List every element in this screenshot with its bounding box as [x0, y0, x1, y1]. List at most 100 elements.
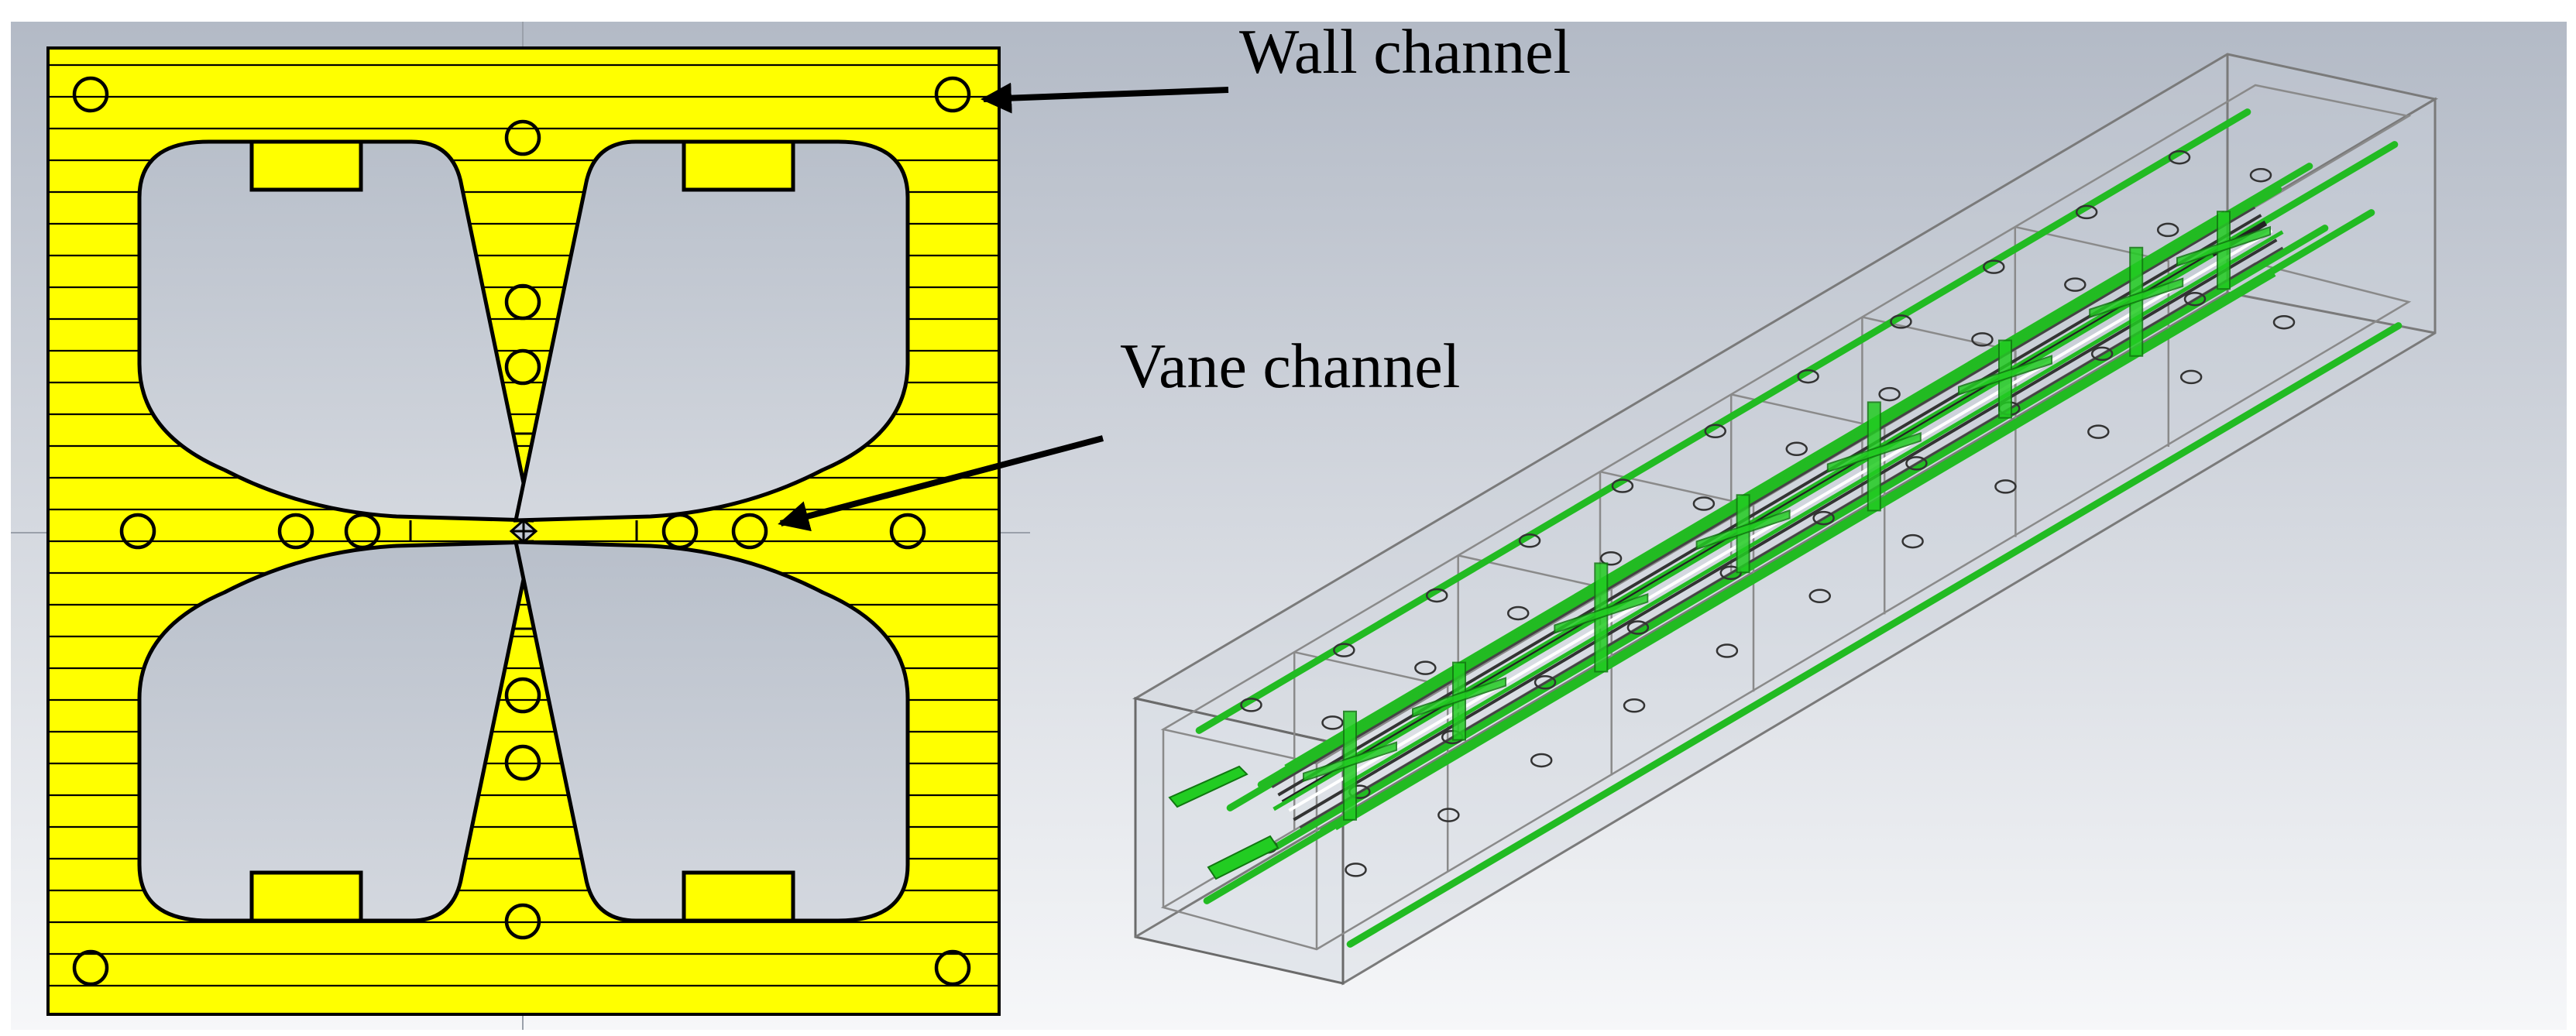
wall-channel-label: Wall channel [1239, 16, 1571, 87]
vane-channel-line [1342, 230, 2284, 788]
vane-channel-hole [277, 513, 314, 550]
wall-channel-hole [72, 949, 109, 986]
face-hole [1506, 605, 1530, 621]
vane-fin [1695, 509, 1791, 551]
face-hole [1626, 620, 1650, 635]
face-hole [1901, 533, 1924, 549]
cavity-bottom-left [137, 540, 534, 923]
vane-fin [1168, 765, 1249, 808]
face-hole [1812, 510, 1835, 526]
wall-channel-hole [504, 903, 541, 940]
face-hole [1611, 479, 1634, 493]
face-hole [1692, 496, 1716, 511]
face-hole [2183, 291, 2207, 307]
face-hole [1890, 314, 1912, 329]
face-hole [1797, 369, 1819, 384]
face-hole [1808, 588, 1831, 604]
vane-fin [1412, 677, 1506, 718]
face-hole [1905, 456, 1928, 471]
cavity-top-left [137, 139, 534, 523]
cooling-rod [1195, 108, 2251, 734]
face-hole [2090, 346, 2114, 362]
face-hole [2272, 314, 2296, 330]
cooling-rod [1319, 209, 2375, 835]
face-hole [1994, 479, 2017, 494]
vane-fin [2089, 277, 2184, 319]
vane-fin [1303, 741, 1397, 783]
face-hole [1704, 424, 1726, 439]
segment-joint [1599, 470, 1755, 692]
face-hole [1971, 332, 1994, 347]
vane-channel-hole [344, 513, 381, 550]
segment-joint [1293, 650, 1449, 873]
wall-channel-hole [119, 513, 156, 550]
wall-channel-hole [504, 119, 541, 156]
face-hole [1345, 863, 1367, 877]
vane-cooling-fins [1168, 211, 2271, 880]
cooling-rod [1346, 322, 2403, 948]
cavities [137, 139, 910, 923]
vane-channel-hole [504, 744, 541, 781]
cavity-notches [249, 139, 795, 923]
face-hole [2179, 369, 2203, 385]
notch-top-right [682, 139, 795, 192]
segment-joint [1730, 393, 1886, 615]
wall-channel-hole [934, 949, 971, 986]
segment-joints [1293, 225, 2170, 873]
arrow-icon [778, 435, 1104, 532]
vane-channel-hole [504, 677, 541, 714]
vane-fin [1554, 593, 1649, 634]
segment-joint [2014, 225, 2170, 448]
face-hole [2075, 204, 2098, 220]
wall-channel-hole [934, 76, 971, 113]
face-hole [1333, 643, 1355, 657]
vane-line [1271, 206, 2256, 789]
cooling-rod [1226, 186, 2282, 811]
vane-channel-label: Vane channel [1120, 331, 1461, 401]
cavity-bottom-right [513, 540, 910, 923]
vane-fin [1958, 355, 2052, 396]
vane-channel-hole [504, 348, 541, 386]
face-hole [2249, 167, 2272, 183]
vane-fin [2176, 225, 2271, 267]
face-hole [1716, 643, 1739, 658]
cavity-top-right [513, 139, 910, 523]
vane-fin [1826, 432, 1922, 473]
notch-bottom-left [249, 870, 363, 923]
face-hole [1414, 660, 1437, 675]
vane-channel-line [1334, 273, 2276, 831]
wall-channel-hole [889, 513, 926, 550]
vane-channel-hole [731, 513, 768, 550]
vane-channel-hole [504, 283, 541, 321]
face-hole [1437, 808, 1460, 822]
inner-cavity-top [1160, 84, 2412, 765]
face-hole [1534, 674, 1557, 690]
face-hole [1785, 441, 1808, 457]
vane-fin [1207, 835, 1279, 880]
face-hole [2064, 277, 2087, 292]
arrow-icon [981, 82, 1229, 114]
face-hole [1530, 753, 1553, 768]
face-hole [1240, 698, 1262, 712]
segment-joint [1458, 554, 1613, 776]
rfq-cross-section [46, 46, 1001, 1016]
face-hole [2156, 222, 2179, 238]
vane-channel-hole [661, 513, 699, 550]
face-hole [1878, 386, 1901, 402]
face-hole [1983, 259, 2005, 274]
face-hole [1321, 715, 1344, 730]
face-hole [1518, 533, 1541, 548]
face-hole [1623, 698, 1646, 713]
rfq-module-3d [1132, 53, 2439, 986]
face-hole [2087, 424, 2110, 439]
face-hole [1599, 551, 1623, 566]
notch-top-left [249, 139, 363, 192]
face-hole [1425, 588, 1448, 603]
wall-channel-hole [72, 76, 109, 113]
vane-channel-line [1284, 211, 2226, 769]
notch-bottom-right [682, 870, 795, 923]
face-hole [2168, 149, 2191, 165]
vane-tips [409, 432, 638, 630]
